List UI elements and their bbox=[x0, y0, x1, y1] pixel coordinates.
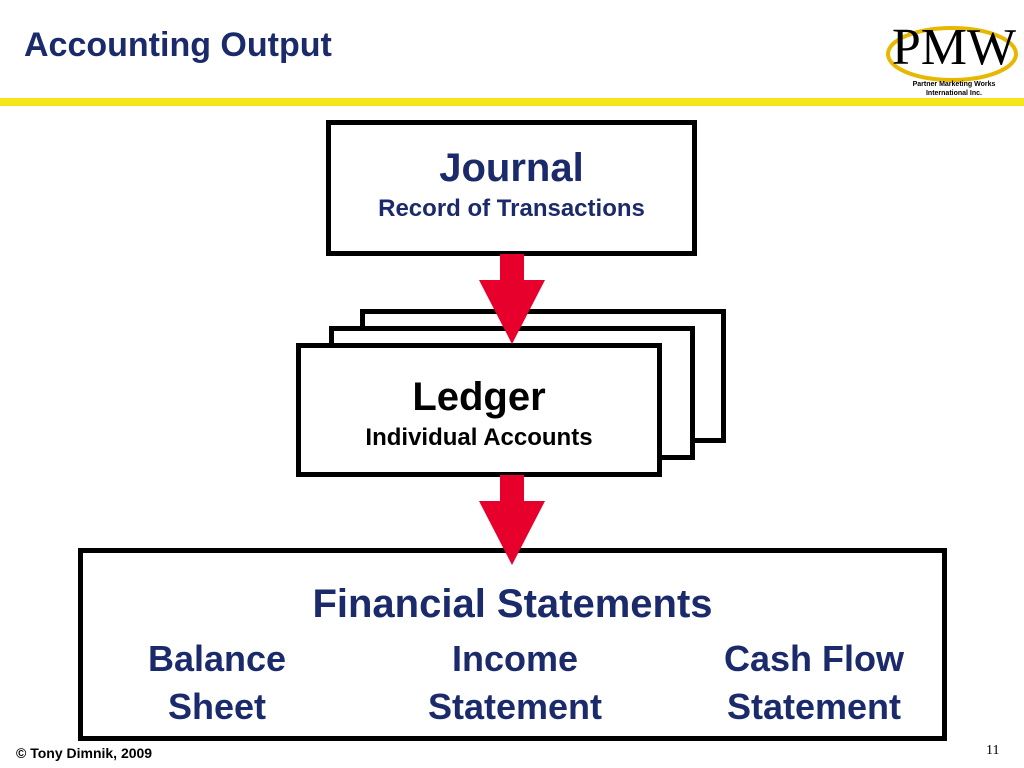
journal-box: Journal Record of Transactions bbox=[326, 120, 697, 256]
logo-swoosh bbox=[886, 26, 1018, 82]
copyright-footer: © Tony Dimnik, 2009 bbox=[16, 745, 153, 761]
ledger-box: Ledger Individual Accounts bbox=[296, 343, 662, 477]
ledger-title: Ledger bbox=[412, 375, 546, 419]
journal-subtitle: Record of Transactions bbox=[378, 195, 645, 222]
logo-line1: Partner Marketing Works bbox=[913, 81, 996, 88]
arrow-ledger-to-statements bbox=[479, 475, 545, 565]
income-statement-label: Income Statement bbox=[427, 638, 603, 727]
balance-sheet-label: Balance Sheet bbox=[147, 638, 287, 727]
logo-wordmark: PMW bbox=[892, 19, 1016, 76]
ledger-subtitle: Individual Accounts bbox=[365, 424, 593, 451]
page-number: 11 bbox=[986, 743, 1000, 758]
pmw-logo: PMW Partner Marketing Works Internationa… bbox=[886, 19, 1018, 97]
financial-statements-box: Financial Statements Balance Sheet Incom… bbox=[78, 548, 947, 741]
slide-title: Accounting Output bbox=[24, 26, 332, 64]
title-underline bbox=[0, 98, 1024, 106]
cash-flow-statement-label: Cash Flow Statement bbox=[723, 638, 905, 727]
arrow-journal-to-ledger bbox=[479, 254, 545, 344]
logo-line2: International Inc. bbox=[926, 90, 982, 97]
journal-title: Journal bbox=[439, 146, 584, 190]
financial-statements-title: Financial Statements bbox=[312, 582, 713, 626]
